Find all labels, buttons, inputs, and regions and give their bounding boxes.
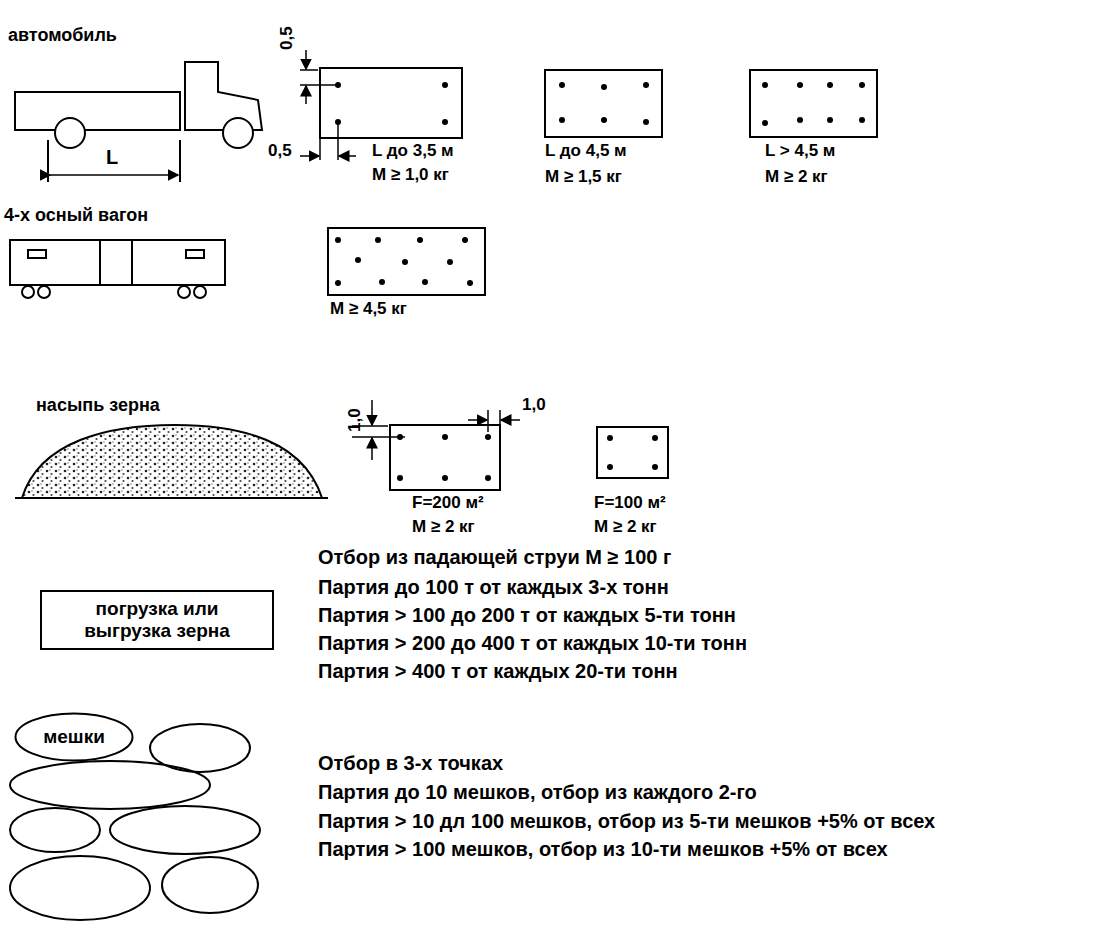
ground-line — [15, 497, 328, 499]
dimension: 0,5 — [278, 26, 297, 50]
condition-label: L > 4,5 м — [765, 142, 835, 161]
process-box: погрузка или выгрузка зерна — [40, 590, 274, 650]
condition-label: L до 4,5 м — [545, 142, 627, 161]
area-label: F=100 м² — [594, 494, 666, 513]
truck — [15, 62, 262, 182]
sampling-scheme — [597, 427, 668, 478]
sampling-scheme — [545, 70, 662, 137]
mass-label: М ≥ 4,5 кг — [330, 300, 407, 319]
dimension: 1,0 — [522, 396, 546, 415]
mass-label: М ≥ 2 кг — [594, 518, 657, 537]
vehicle-title: 4-х осный вагон — [4, 206, 148, 226]
bag-ellipse: мешки — [14, 712, 134, 762]
heap-title: насыпь зерна — [36, 396, 160, 416]
rule-note: Отбор из падающей струи М ≥ 100 г — [318, 546, 671, 568]
sampling-scheme — [352, 400, 520, 490]
area-label: F=200 м² — [412, 494, 484, 513]
mass-label: М ≥ 1,0 кг — [372, 166, 449, 185]
rule-note: Партия > 100 мешков, отбор из 10-ти мешк… — [318, 838, 888, 860]
grain-heap — [22, 425, 322, 498]
sampling-scheme — [300, 50, 462, 160]
vehicle-title: автомобиль — [8, 26, 117, 46]
dimension: 0,5 — [268, 142, 292, 161]
mass-label: М ≥ 2 кг — [765, 168, 828, 187]
node-text: погрузка или выгрузка зерна — [52, 598, 262, 642]
dimension: 1,0 — [346, 408, 365, 432]
sample-points — [335, 82, 865, 481]
mass-label: М ≥ 2 кг — [412, 518, 475, 537]
wagon — [10, 240, 225, 298]
mass-label: М ≥ 1,5 кг — [545, 168, 622, 187]
rule-note: Партия до 100 т от каждых 3-х тонн — [318, 576, 669, 598]
rule-note: Отбор в 3-х точках — [318, 752, 503, 774]
rule-note: Партия > 400 т от каждых 20-ти тонн — [318, 660, 678, 682]
rule-note: Партия > 10 дл 100 мешков, отбор из 5-ти… — [318, 810, 935, 832]
rule-note: Партия до 10 мешков, отбор из каждого 2-… — [318, 781, 757, 803]
node-text: мешки — [28, 726, 120, 748]
sampling-scheme — [750, 70, 877, 137]
dimension: L — [106, 146, 118, 168]
rule-note: Партия > 100 до 200 т от каждых 5-ти тон… — [318, 604, 736, 626]
rule-note: Партия > 200 до 400 т от каждых 10-ти то… — [318, 632, 747, 654]
condition-label: L до 3,5 м — [372, 142, 454, 161]
sampling-scheme — [328, 228, 485, 295]
